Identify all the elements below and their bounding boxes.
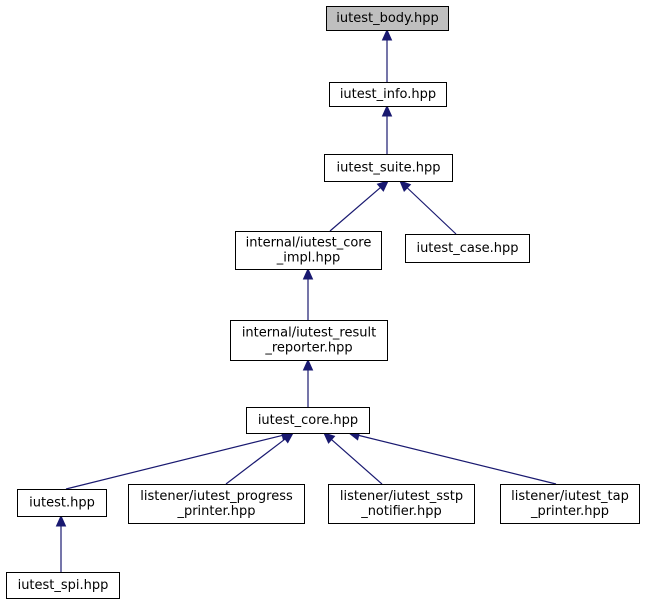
arrowhead-icon (381, 28, 393, 41)
node-iutest-case[interactable]: iutest_case.hpp (405, 234, 530, 263)
edge-iutest_suite-to-iutest_info (381, 104, 393, 154)
node-label: iutest_body.hpp (336, 11, 439, 26)
node-result-reporter[interactable]: internal/iutest_result_reporter.hpp (230, 320, 388, 361)
node-iutest-body[interactable]: iutest_body.hpp (326, 6, 449, 31)
arrowhead-icon (399, 180, 412, 193)
edge-result_reporter-to-core_impl (302, 267, 314, 320)
node-label: internal/iutest_result (242, 326, 376, 341)
arrowhead-icon (281, 432, 294, 444)
node-label: iutest_core.hpp (258, 413, 358, 428)
node-label: listener/iutest_progress (140, 489, 293, 504)
node-iutest-spi[interactable]: iutest_spi.hpp (6, 572, 120, 599)
node-label: iutest_info.hpp (340, 87, 436, 102)
edge-line (329, 187, 381, 232)
node-iutest-core[interactable]: iutest_core.hpp (246, 407, 370, 434)
nodes-layer: iutest_body.hpp iutest_info.hpp iutest_sui… (6, 6, 640, 599)
node-box (6, 572, 120, 599)
edge-progress_printer-to-iutest_core (225, 432, 294, 485)
node-label: iutest.hpp (29, 496, 95, 511)
node-box (326, 6, 449, 31)
edge-line (65, 434, 283, 490)
arrowhead-icon (55, 514, 67, 527)
edge-iutest_core-to-result_reporter (302, 358, 314, 407)
node-iutest[interactable]: iutest.hpp (17, 489, 107, 517)
arrowhead-icon (381, 104, 393, 117)
node-box (230, 320, 388, 361)
node-label: iutest_spi.hpp (18, 578, 109, 593)
node-label: internal/iutest_core (246, 236, 372, 251)
edge-tap_printer-to-iutest_core (347, 430, 557, 485)
arrowhead-icon (302, 267, 314, 280)
node-label: iutest_case.hpp (416, 241, 518, 256)
node-label: iutest_suite.hpp (337, 161, 441, 176)
edge-line (331, 439, 383, 485)
arrowhead-icon (323, 432, 336, 444)
node-label: _impl.hpp (276, 251, 341, 266)
node-box (235, 231, 382, 270)
node-iutest-suite[interactable]: iutest_suite.hpp (324, 154, 453, 182)
node-box (328, 484, 475, 524)
node-box (324, 154, 453, 182)
node-label: _printer.hpp (530, 504, 609, 519)
edge-line (225, 438, 286, 485)
node-core-impl[interactable]: internal/iutest_core_impl.hpp (235, 231, 382, 270)
edge-iutest_case-to-iutest_suite (399, 180, 457, 235)
node-box (500, 484, 640, 524)
node-box (246, 407, 370, 434)
edge-line (406, 187, 457, 235)
node-label: listener/iutest_sstp (340, 489, 463, 504)
edge-line (358, 434, 557, 485)
arrowhead-icon (302, 358, 314, 371)
node-box (128, 484, 305, 524)
node-label: listener/iutest_tap (511, 489, 629, 504)
edge-sstp_notifier-to-iutest_core (323, 432, 383, 485)
node-tap-printer[interactable]: listener/iutest_tap_printer.hpp (500, 484, 640, 524)
node-iutest-info[interactable]: iutest_info.hpp (329, 82, 447, 107)
edge-iutest_info-to-iutest_body (381, 28, 393, 82)
node-box (329, 82, 447, 107)
node-box (405, 234, 530, 263)
node-label: _notifier.hpp (360, 504, 442, 519)
edge-iutest_spi-to-iutest (55, 514, 67, 572)
node-progress-printer[interactable]: listener/iutest_progress_printer.hpp (128, 484, 305, 524)
edge-core_impl-to-iutest_suite (329, 180, 389, 232)
node-sstp-notifier[interactable]: listener/iutest_sstp_notifier.hpp (328, 484, 475, 524)
arrowhead-icon (376, 180, 389, 192)
node-box (17, 489, 107, 517)
node-label: _printer.hpp (176, 504, 255, 519)
node-label: _reporter.hpp (264, 341, 352, 356)
